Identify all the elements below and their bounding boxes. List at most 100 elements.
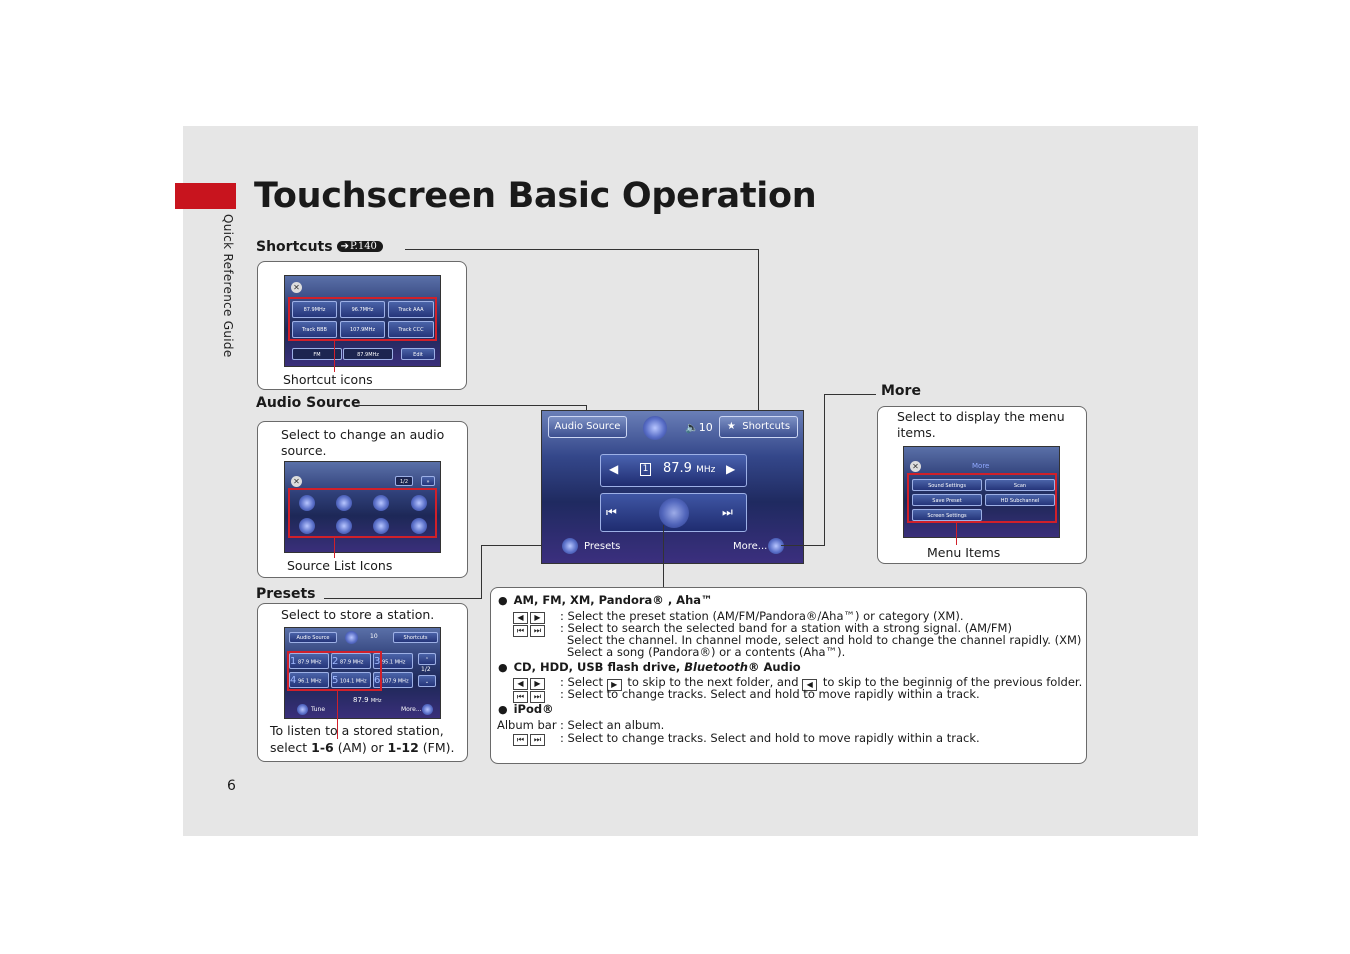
current-frequency: 87.9 MHz [353, 696, 382, 704]
preset-button[interactable]: 1 87.9 MHz [289, 653, 329, 669]
info-text-part: to skip to the next folder, and [627, 675, 799, 689]
album-bar-label: Album bar [497, 718, 557, 732]
audio-source-description: Select to change an audio [281, 427, 445, 442]
seek-down-icon[interactable]: ◀ [609, 462, 619, 476]
menu-item[interactable]: Save Preset [912, 494, 982, 506]
more-knob-icon[interactable] [422, 704, 433, 715]
callout-bold: 1-12 [387, 740, 419, 755]
preset-number: 4 [290, 675, 297, 686]
more-knob-icon[interactable] [768, 538, 784, 554]
shortcut-tile[interactable]: Track BBB [292, 321, 337, 338]
shortcut-tile[interactable]: 87.9MHz [292, 301, 337, 318]
volume-level: 10 [698, 421, 713, 434]
section-title-italic: Bluetooth® [684, 660, 760, 674]
audio-source-button[interactable]: Audio Source [289, 632, 337, 643]
tune-label[interactable]: Tune [311, 706, 326, 713]
more-label[interactable]: More... [401, 706, 422, 713]
skip-back-icon: ⏮ [513, 734, 528, 746]
menu-item[interactable]: Screen Settings [912, 509, 982, 521]
callout-text: (AM) or [333, 740, 388, 755]
page-indicator: 1/2 [421, 666, 431, 673]
close-icon[interactable]: ✕ [291, 476, 302, 487]
menu-item[interactable]: Sound Settings [912, 479, 982, 491]
shortcuts-button[interactable]: Shortcuts [393, 632, 438, 643]
skip-back-icon: ⏮ [513, 625, 528, 637]
left-arrow-icon: ◀ [513, 678, 528, 690]
next-page-icon[interactable]: » [421, 476, 435, 486]
right-arrow-icon: ▶ [530, 678, 545, 690]
fm-antenna-icon [643, 416, 667, 440]
highlight-box [907, 473, 1057, 523]
leader-line [781, 545, 825, 546]
preset-button[interactable]: 2 87.9 MHz [331, 653, 371, 669]
am-source-icon[interactable] [336, 495, 352, 511]
cd-source-icon[interactable] [411, 495, 427, 511]
preset-frequency: 87.9 MHz [297, 659, 322, 666]
source-list-icons-callout: Source List Icons [287, 558, 393, 573]
callout-bold: 1-6 [311, 740, 334, 755]
info-text: : Select to change tracks. Select and ho… [560, 731, 980, 745]
bullet-icon: ● [498, 594, 508, 607]
shortcut-tile[interactable]: 96.7MHz [340, 301, 385, 318]
preset-button[interactable]: 4 96.1 MHz [289, 672, 329, 688]
section-title-text: CD, HDD, USB flash drive, [513, 660, 685, 674]
shortcut-tile[interactable]: Track AAA [388, 301, 434, 318]
right-arrow-icon: ▶ [606, 679, 622, 691]
usb-source-icon[interactable] [336, 518, 352, 534]
section-red-tab [175, 183, 236, 209]
shortcut-icons-callout: Shortcut icons [283, 372, 373, 387]
preset-button[interactable]: 3 95.1 MHz [373, 653, 413, 669]
frequency-bar: ◀ 1 87.9 MHz ▶ [600, 454, 747, 487]
ipod-source-icon[interactable] [411, 518, 427, 534]
callout-text: select [270, 740, 312, 755]
leader-line [481, 545, 482, 599]
band-label: FM [292, 348, 342, 360]
audio-source-button[interactable]: Audio Source [548, 416, 627, 438]
presets-knob-icon[interactable] [562, 538, 578, 554]
info-row: ⏮⏭ [513, 731, 547, 746]
hdd-source-icon[interactable] [299, 518, 315, 534]
preset-number: 5 [332, 675, 339, 686]
info-row: ⏮⏭ [513, 622, 547, 637]
menu-item[interactable]: HD Subchannel [985, 494, 1055, 506]
preset-button[interactable]: 5 104.1 MHz [331, 672, 371, 688]
bluetooth-source-icon[interactable] [373, 518, 389, 534]
callout-line [337, 691, 338, 739]
skip-back-icon[interactable]: ⏮ [606, 505, 617, 519]
close-icon[interactable]: ✕ [910, 461, 921, 472]
info-row: ◀▶ [513, 609, 547, 624]
presets-screen: Audio Source 10 Shortcuts 1 87.9 MHz 2 8… [284, 627, 441, 719]
shortcut-tile[interactable]: Track CCC [388, 321, 434, 338]
edit-button[interactable]: Edit [401, 348, 435, 360]
tune-knob-icon[interactable] [297, 704, 308, 715]
leader-line [758, 249, 759, 415]
fm-source-icon[interactable] [299, 495, 315, 511]
leader-line [324, 598, 481, 599]
menu-item[interactable]: Scan [985, 479, 1055, 491]
shortcut-tile[interactable]: 107.9MHz [340, 321, 385, 338]
page-down-icon[interactable]: ⌄ [418, 675, 436, 687]
presets-label[interactable]: Presets [584, 541, 621, 552]
main-audio-screen: Audio Source 🔈10 ★ Shortcuts ◀ 1 87.9 MH… [541, 410, 804, 564]
preset-frequency: 95.1 MHz [381, 659, 406, 666]
frequency-value: 87.9 [353, 696, 369, 704]
info-row: ◀▶ [513, 675, 547, 690]
frequency-value: 87.9 [663, 461, 692, 476]
page-reference-link[interactable]: ➔P.140 [336, 241, 383, 252]
close-icon[interactable]: ✕ [291, 282, 302, 293]
shortcuts-screen: ✕ 87.9MHz 96.7MHz Track AAA Track BBB 10… [284, 275, 441, 367]
more-description: items. [897, 425, 936, 440]
skip-forward-icon[interactable]: ⏭ [722, 505, 733, 519]
xm-source-icon[interactable] [373, 495, 389, 511]
callout-line [956, 523, 957, 545]
shortcuts-button[interactable]: ★ Shortcuts [719, 416, 798, 438]
page-up-icon[interactable]: ⌃ [418, 653, 436, 665]
preset-button[interactable]: 6 107.9 MHz [373, 672, 413, 688]
menu-title: More [972, 462, 990, 470]
fm-antenna-icon [345, 631, 358, 644]
more-description: Select to display the menu [897, 409, 1065, 424]
page-number: 6 [227, 778, 236, 794]
seek-up-icon[interactable]: ▶ [726, 462, 736, 476]
more-label[interactable]: More... [733, 541, 768, 552]
info-text: : Select an album. [560, 718, 665, 732]
